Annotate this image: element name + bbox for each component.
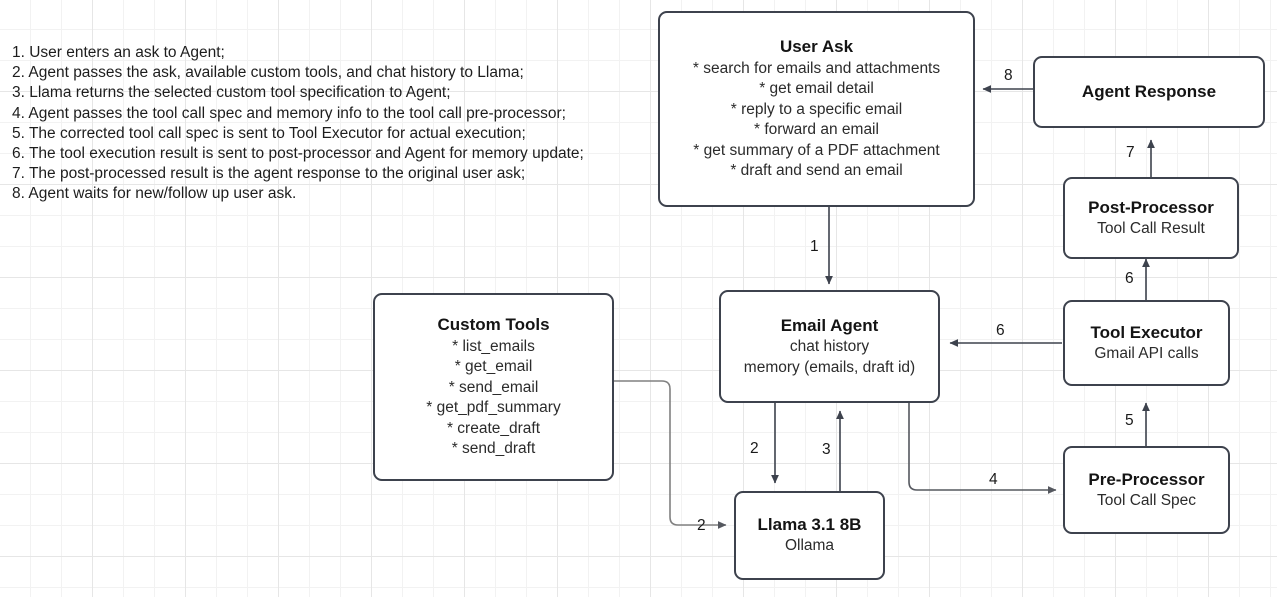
node-pre-processor-title: Pre-Processor	[1088, 469, 1205, 489]
node-llama-subtitle: Ollama	[784, 537, 835, 555]
node-custom-tools-title: Custom Tools	[437, 315, 550, 335]
node-pre-processor[interactable]: Pre-Processor Tool Call Spec	[1063, 446, 1230, 534]
node-tool-executor-subtitle: Gmail API calls	[1094, 344, 1199, 362]
custom-tool-item-5: * create_draft	[446, 419, 541, 437]
node-agent-response-title: Agent Response	[1081, 81, 1217, 101]
numbered-flow-legend: 1. User enters an ask to Agent; 2. Agent…	[12, 43, 584, 205]
custom-tool-item-3: * send_email	[448, 378, 539, 396]
node-llama-title: Llama 3.1 8B	[757, 515, 862, 535]
edge-label-7: 7	[1126, 144, 1135, 161]
node-email-agent-memory: memory (emails, draft id)	[743, 358, 916, 376]
node-post-processor-subtitle: Tool Call Result	[1097, 219, 1205, 237]
custom-tool-item-1: * list_emails	[452, 337, 535, 355]
node-pre-processor-subtitle: Tool Call Spec	[1096, 491, 1197, 509]
node-user-ask-title: User Ask	[779, 37, 854, 57]
legend-step-1: 1. User enters an ask to Agent;	[12, 44, 225, 61]
user-ask-item-3: * reply to a specific email	[730, 100, 903, 118]
custom-tool-item-6: * send_draft	[451, 440, 536, 458]
node-post-processor-title: Post-Processor	[1088, 197, 1214, 217]
node-email-agent[interactable]: Email Agent chat history memory (emails,…	[719, 290, 940, 403]
edge-label-5: 5	[1125, 412, 1134, 429]
edge-label-2-tools-llama: 2	[697, 517, 706, 534]
node-custom-tools-items: * list_emails * get_email * send_email *…	[426, 337, 560, 460]
node-post-processor[interactable]: Post-Processor Tool Call Result	[1063, 177, 1239, 259]
node-user-ask-items: * search for emails and attachments * ge…	[693, 59, 940, 182]
user-ask-item-4: * forward an email	[754, 121, 879, 139]
user-ask-item-2: * get email detail	[759, 80, 874, 98]
user-ask-item-1: * search for emails and attachments	[692, 59, 941, 77]
custom-tool-item-4: * get_pdf_summary	[426, 399, 561, 417]
user-ask-item-6: * draft and send an email	[730, 162, 903, 180]
edge-label-3: 3	[822, 441, 831, 458]
node-user-ask[interactable]: User Ask * search for emails and attachm…	[658, 11, 975, 207]
node-email-agent-title: Email Agent	[780, 315, 879, 335]
edge-label-4: 4	[989, 471, 998, 488]
edge-label-2-agent-llama: 2	[750, 440, 759, 457]
node-agent-response[interactable]: Agent Response	[1033, 56, 1265, 128]
legend-step-3: 3. Llama returns the selected custom too…	[12, 84, 451, 102]
node-llama[interactable]: Llama 3.1 8B Ollama	[734, 491, 885, 580]
legend-step-8: 8. Agent waits for new/follow up user as…	[12, 185, 297, 203]
edge-label-8: 8	[1004, 67, 1013, 84]
custom-tool-item-2: * get_email	[454, 358, 533, 376]
node-tool-executor[interactable]: Tool Executor Gmail API calls	[1063, 300, 1230, 386]
legend-step-7: 7. The post-processed result is the agen…	[12, 165, 526, 183]
node-custom-tools[interactable]: Custom Tools * list_emails * get_email *…	[373, 293, 614, 481]
legend-step-4: 4. Agent passes the tool call spec and m…	[12, 104, 566, 122]
legend-step-2: 2. Agent passes the ask, available custo…	[12, 64, 524, 82]
edge-label-6-executor-post: 6	[1125, 270, 1134, 287]
user-ask-item-5: * get summary of a PDF attachment	[693, 141, 940, 159]
node-email-agent-chat-history: chat history	[789, 338, 870, 356]
node-tool-executor-title: Tool Executor	[1090, 322, 1203, 342]
edge-label-6-executor-agent: 6	[996, 322, 1005, 339]
legend-step-6: 6. The tool execution result is sent to …	[12, 145, 584, 163]
legend-step-5: 5. The corrected tool call spec is sent …	[12, 124, 526, 142]
edge-label-1: 1	[810, 238, 819, 255]
edge-4-email-agent-to-pre-processor	[908, 403, 1057, 494]
edge-2-custom-tools-to-llama	[614, 380, 727, 529]
